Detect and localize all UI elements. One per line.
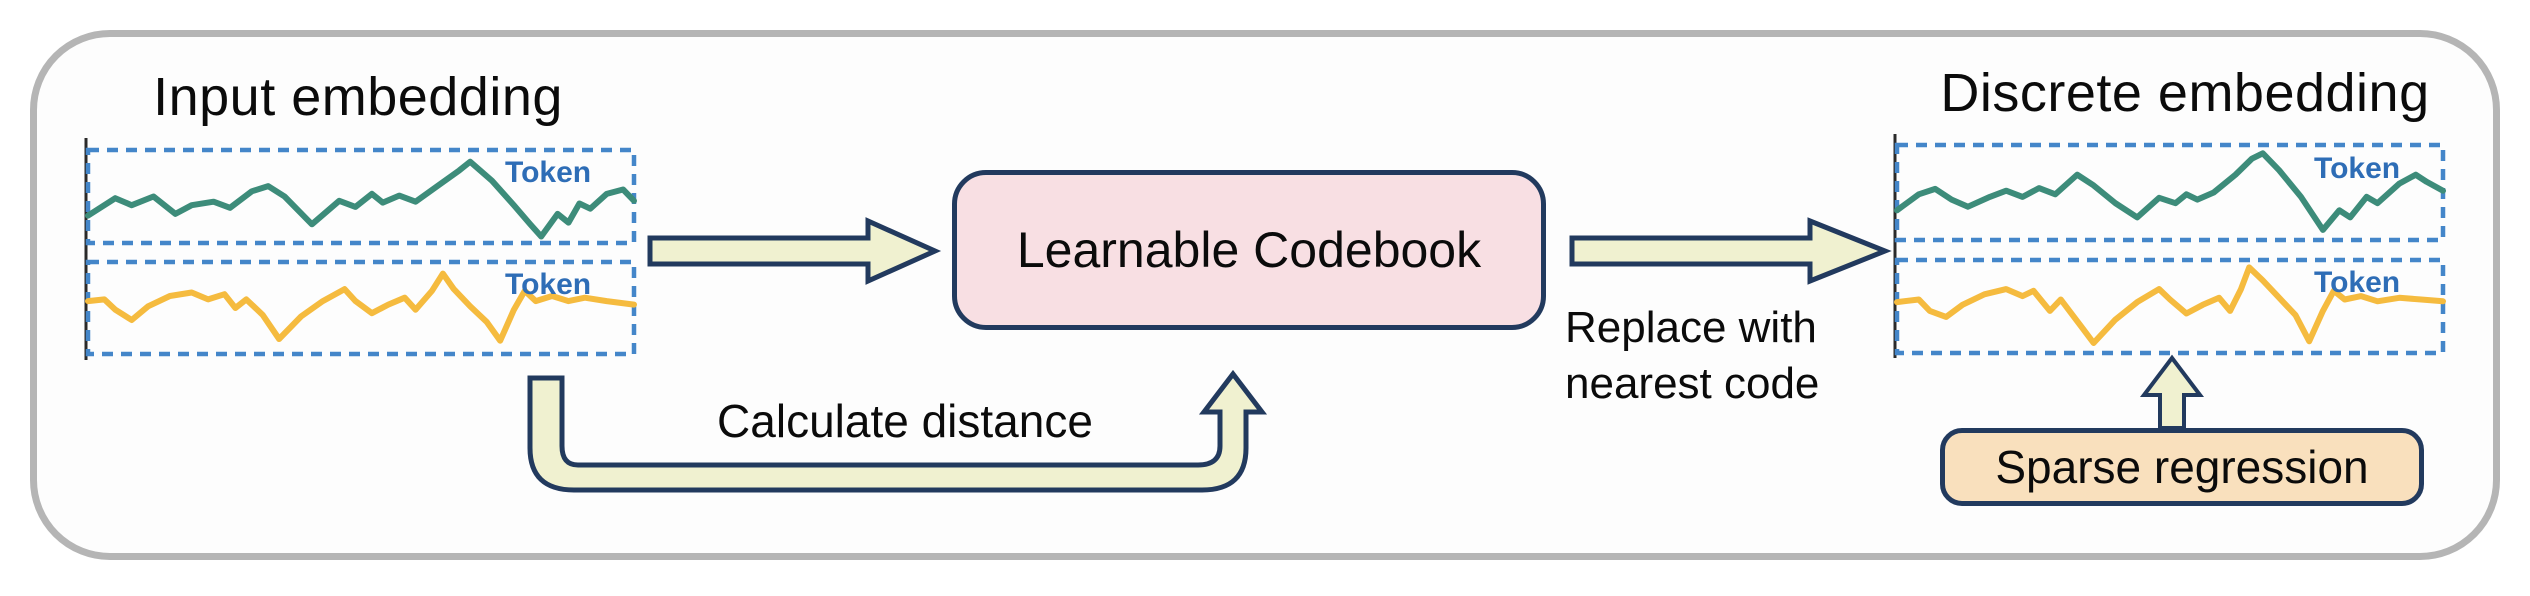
arrow-input-to-codebook <box>647 217 942 285</box>
discrete-embedding-title: Discrete embedding <box>1940 63 2430 123</box>
discrete-wave-gold <box>1894 264 2446 346</box>
discrete-wave-teal <box>1894 150 2446 233</box>
input-token-label-bottom: Token <box>505 268 592 301</box>
sparse-regression-node: Sparse regression <box>1940 428 2424 506</box>
replace-line1: Replace with <box>1565 303 1817 352</box>
input-wave-gold <box>85 270 637 344</box>
learnable-codebook-label: Learnable Codebook <box>1016 222 1482 278</box>
arrow-calculate-distance-loop <box>527 369 1268 493</box>
replace-line2: nearest code <box>1565 359 1820 408</box>
sparse-regression-label: Sparse regression <box>1995 441 2369 493</box>
discrete-token-label-bottom: Token <box>2314 266 2401 299</box>
learnable-codebook-node: Learnable Codebook <box>952 170 1546 330</box>
calculate-distance-label: Calculate distance <box>717 395 1093 447</box>
discrete-token-box-bottom <box>1894 257 2446 356</box>
input-token-box-bottom <box>85 259 637 357</box>
input-embedding-title: Input embedding <box>153 67 563 127</box>
replace-with-nearest-code-label: Replace with nearest code <box>1565 300 1819 412</box>
arrow-codebook-to-discrete <box>1569 217 1892 285</box>
input-wave-teal <box>85 158 637 240</box>
input-token-label-top: Token <box>505 156 592 189</box>
discrete-token-label-top: Token <box>2314 152 2401 185</box>
arrow-sparse-to-discrete <box>2139 354 2205 430</box>
